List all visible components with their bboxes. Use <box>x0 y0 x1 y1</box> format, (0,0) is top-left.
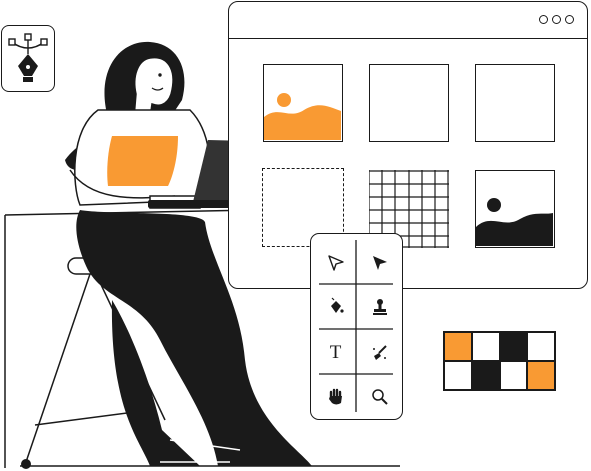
tool-text[interactable]: T <box>313 334 358 371</box>
image-thumbnail-orange[interactable] <box>263 64 343 142</box>
swatch-cell[interactable] <box>471 361 500 390</box>
tool-palette-grid <box>319 240 393 412</box>
select-arrow-icon <box>372 255 387 270</box>
tool-hand[interactable] <box>313 378 358 415</box>
color-swatch-grid <box>443 331 556 391</box>
swatch-cell[interactable] <box>499 332 528 361</box>
tool-fill[interactable] <box>313 288 358 325</box>
swatch-cell[interactable] <box>527 332 555 361</box>
swatch-cell[interactable] <box>527 361 555 390</box>
text-tool-icon: T <box>329 341 342 363</box>
swatch-cell[interactable] <box>444 361 472 390</box>
hand-icon <box>328 388 342 404</box>
landscape-image-icon <box>476 198 553 246</box>
swatch-cell[interactable] <box>471 332 500 361</box>
landscape-image-icon <box>264 93 341 140</box>
zoom-icon <box>371 388 388 405</box>
image-thumbnail-blank[interactable] <box>369 64 449 142</box>
window-control-dot[interactable] <box>539 15 548 24</box>
window-title-bar <box>229 38 587 39</box>
fill-bucket-icon <box>330 297 344 313</box>
window-control-dot[interactable] <box>552 15 561 24</box>
tool-brush[interactable] <box>357 334 402 371</box>
selection-marquee[interactable] <box>262 168 344 247</box>
swatch-cell[interactable] <box>444 332 472 361</box>
image-thumbnail-black[interactable] <box>475 170 555 248</box>
tool-palette: T <box>310 233 403 420</box>
brush-icon <box>372 344 387 360</box>
pen-tool-card[interactable] <box>1 25 55 92</box>
stamp-icon <box>372 298 387 315</box>
pen-tool-icon <box>8 33 48 82</box>
tool-direct-select[interactable] <box>313 244 358 281</box>
tool-zoom[interactable] <box>357 378 402 415</box>
tool-select[interactable] <box>357 244 402 281</box>
tool-stamp[interactable] <box>357 288 402 325</box>
image-thumbnail-blank[interactable] <box>475 64 555 142</box>
window-control-dot[interactable] <box>565 15 574 24</box>
design-window <box>228 1 588 289</box>
swatch-cell[interactable] <box>499 361 528 390</box>
direct-select-arrow-icon <box>327 254 344 271</box>
